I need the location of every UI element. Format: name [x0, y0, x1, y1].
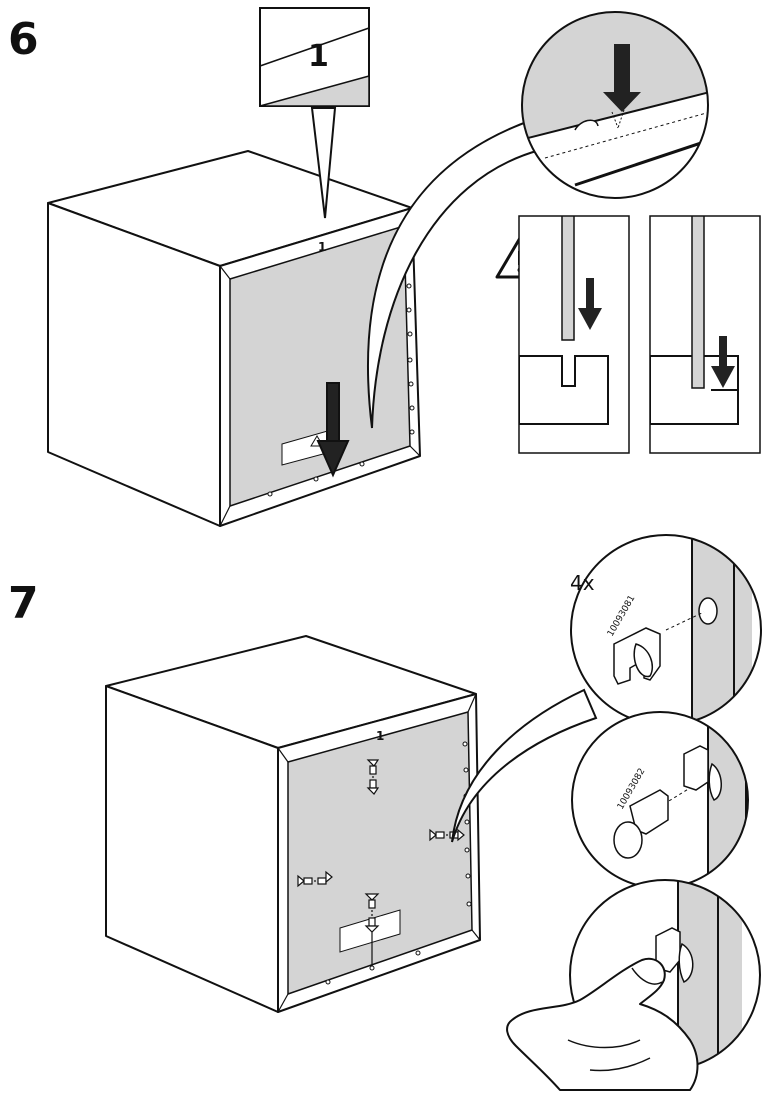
step-7-cabinet — [105, 635, 481, 1013]
step-6-detail-connector — [367, 118, 542, 429]
step-6-detail-box-wrong — [518, 215, 630, 454]
step-7-number: 7 — [8, 578, 39, 629]
step-6-detail-box-right — [649, 215, 761, 454]
step-7-detail-circle-1: 10093081 — [570, 534, 762, 726]
step-6-number: 6 — [8, 14, 39, 65]
step-6-detail-circle — [521, 11, 709, 199]
step-6-panel-callout — [259, 7, 370, 219]
step-7-detail-connector — [451, 688, 598, 843]
step-6-down-arrow — [316, 382, 350, 478]
step-7-sticker — [339, 909, 401, 953]
step-7-panel-mark: 1 — [376, 729, 384, 743]
step-7-detail-circle-2: 10093082 — [571, 711, 749, 889]
hand-illustration — [506, 957, 699, 1091]
quantity-label: 4x — [570, 571, 595, 595]
step-6-cabinet — [47, 150, 421, 527]
step-6-panel-mark: 1 — [318, 240, 326, 254]
step-6-callout-label: 1 — [308, 39, 329, 74]
